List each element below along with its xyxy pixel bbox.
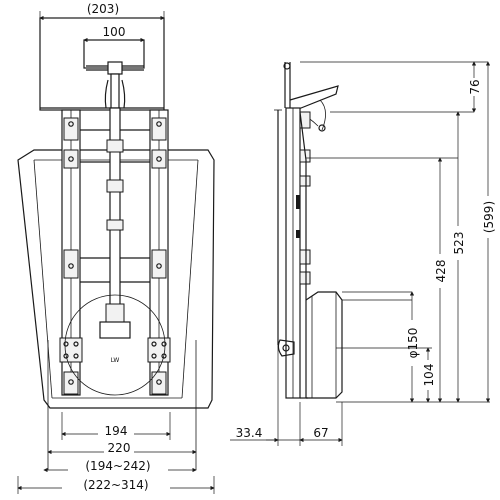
outlet-pipe: [305, 291, 343, 399]
dim-top-height: 76: [468, 79, 482, 94]
dim-overall-width: (222~314): [83, 478, 148, 492]
front-view: (203) 100: [17, 2, 215, 494]
dim-overall-height: (599): [482, 201, 496, 233]
bowl-outlet-circle: [64, 294, 166, 396]
right-bracket: [147, 337, 171, 363]
dim-top-width: (203): [87, 2, 119, 16]
mounting-plate: [39, 17, 165, 111]
dim-depth: 67: [313, 426, 328, 440]
dim-range-width: (194~242): [85, 459, 150, 473]
dim-offset: 33.4: [236, 426, 263, 440]
dim-handle-width: 100: [103, 25, 126, 39]
bowl-mark: LW: [111, 357, 120, 364]
left-bracket: [59, 337, 83, 363]
dim-height-104: 104: [422, 364, 436, 387]
dim-inner-width: 194: [105, 424, 128, 438]
dim-body-width: 220: [108, 441, 131, 455]
dim-pipe-diameter: φ150: [406, 328, 420, 359]
tank-body-outline: [17, 149, 215, 409]
side-view: 76 (599) 523 428 φ150 104 33.4 67: [230, 61, 496, 446]
dim-height-523: 523: [452, 232, 466, 255]
dim-height-428: 428: [434, 260, 448, 283]
